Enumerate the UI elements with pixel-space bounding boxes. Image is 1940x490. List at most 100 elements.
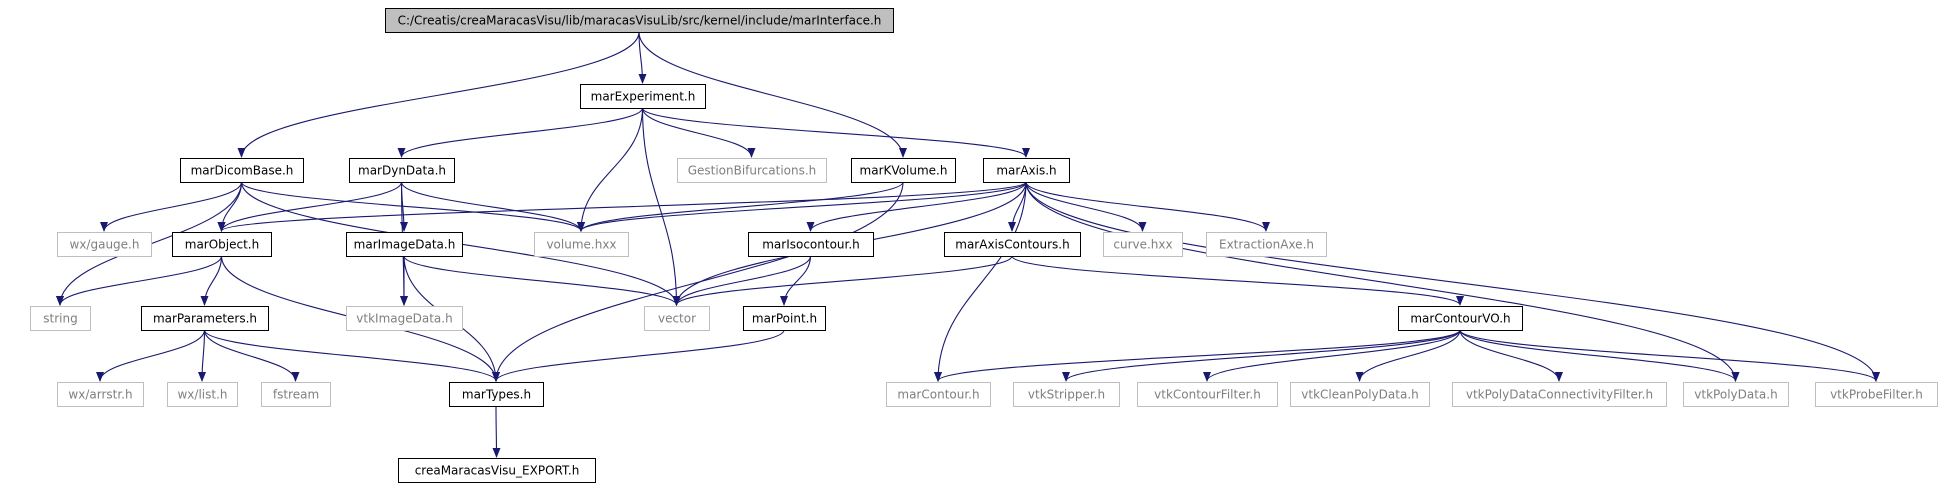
- edge-marContourVO-to-marContour: [934, 329, 1461, 382]
- node-label: wx/gauge.h: [70, 238, 140, 252]
- edge-marAxis-to-ExtractionAxe: [1025, 181, 1270, 232]
- node-curvehxx: curve.hxx: [1103, 232, 1183, 257]
- node-box: [1683, 382, 1789, 407]
- node-marExperiment[interactable]: marExperiment.h: [580, 84, 706, 109]
- node-label: volume.hxx: [546, 238, 616, 252]
- node-creaExport[interactable]: creaMaracasVisu_EXPORT.h: [398, 458, 596, 483]
- node-label: marObject.h: [185, 238, 259, 252]
- node-label: GestionBifurcations.h: [688, 164, 817, 178]
- node-label: marParameters.h: [153, 312, 257, 326]
- node-string: string: [30, 306, 91, 331]
- node-marAxisContours[interactable]: marAxisContours.h: [944, 232, 1081, 257]
- edge-marContourVO-to-vtkContourFilter: [1203, 329, 1461, 382]
- node-label: marAxis.h: [996, 164, 1056, 178]
- node-root[interactable]: C:/Creatis/creaMaracasVisu/lib/maracasVi…: [385, 8, 894, 33]
- node-box: [644, 306, 710, 331]
- edge-marAxis-to-marContour: [934, 181, 1027, 382]
- node-marTypes[interactable]: marTypes.h: [449, 382, 544, 407]
- edge-marExperiment-to-volumehxx: [577, 107, 644, 232]
- node-box: [983, 158, 1070, 183]
- node-wxgauge: wx/gauge.h: [57, 232, 152, 257]
- node-box: [748, 232, 874, 257]
- node-label: marDicomBase.h: [191, 164, 294, 178]
- node-box: [180, 158, 304, 183]
- edge-marContourVO-to-vtkProbeFilter: [1459, 329, 1880, 382]
- node-vtkImageData: vtkImageData.h: [346, 306, 463, 331]
- node-box: [1290, 382, 1430, 407]
- node-wxarrstr: wx/arrstr.h: [57, 382, 144, 407]
- node-wxlist: wx/list.h: [167, 382, 238, 407]
- edge-marDicomBase-to-wxgauge: [100, 181, 243, 232]
- node-marAxis[interactable]: marAxis.h: [983, 158, 1070, 183]
- node-marIsocontour[interactable]: marIsocontour.h: [748, 232, 874, 257]
- node-box: [30, 306, 91, 331]
- edge-marExperiment-to-marDynData: [397, 107, 644, 158]
- edge-marIsocontour-to-vector: [672, 255, 812, 306]
- node-label: vtkCleanPolyData.h: [1301, 388, 1418, 402]
- edge-root-to-marExperiment: [638, 31, 647, 84]
- node-marDicomBase[interactable]: marDicomBase.h: [180, 158, 304, 183]
- node-box: [677, 158, 827, 183]
- node-box: [398, 458, 596, 483]
- node-vtkPolyDataConnectivityFilter: vtkPolyDataConnectivityFilter.h: [1452, 382, 1667, 407]
- node-label: string: [43, 312, 77, 326]
- edge-marParameters-to-marTypes: [203, 329, 500, 382]
- node-marKVolume[interactable]: marKVolume.h: [851, 158, 956, 183]
- node-vtkStripper: vtkStripper.h: [1013, 382, 1120, 407]
- node-box: [346, 232, 463, 257]
- node-vtkCleanPolyData: vtkCleanPolyData.h: [1290, 382, 1430, 407]
- node-box: [141, 306, 269, 331]
- node-box: [1206, 232, 1327, 257]
- node-label: marTypes.h: [462, 388, 531, 402]
- edge-marDynData-to-marObject: [217, 181, 403, 232]
- node-marParameters[interactable]: marParameters.h: [141, 306, 269, 331]
- node-box: [346, 306, 463, 331]
- node-label: wx/arrstr.h: [68, 388, 132, 402]
- node-box: [851, 158, 956, 183]
- node-label: vtkPolyData.h: [1694, 388, 1777, 402]
- node-fstream: fstream: [261, 382, 331, 407]
- edge-marDynData-to-volumehxx: [400, 181, 585, 232]
- node-box: [349, 158, 455, 183]
- node-label: marDynData.h: [358, 164, 446, 178]
- edge-marAxisContours-to-vector: [672, 255, 1013, 306]
- node-box: [580, 84, 706, 109]
- edge-marContourVO-to-vtkPolyData: [1459, 329, 1740, 382]
- node-label: ExtractionAxe.h: [1219, 238, 1314, 252]
- node-box: [172, 232, 272, 257]
- node-box: [385, 8, 894, 33]
- edge-marContourVO-to-vtkStripper: [1062, 329, 1461, 382]
- node-ExtractionAxe: ExtractionAxe.h: [1206, 232, 1327, 257]
- edge-marAxisContours-to-marContourVO: [1011, 255, 1464, 306]
- node-marObject[interactable]: marObject.h: [172, 232, 272, 257]
- edge-marAxis-to-marObject: [217, 181, 1027, 232]
- node-box: [167, 382, 238, 407]
- edge-marParameters-to-wxarrstr: [96, 329, 206, 382]
- node-marDynData[interactable]: marDynData.h: [349, 158, 455, 183]
- node-volumehxx: volume.hxx: [534, 232, 629, 257]
- node-label: marAxisContours.h: [955, 238, 1069, 252]
- node-marContour: marContour.h: [886, 382, 991, 407]
- edge-marAxis-to-volumehxx: [577, 181, 1027, 232]
- node-marContourVO[interactable]: marContourVO.h: [1398, 306, 1523, 331]
- node-box: [57, 232, 152, 257]
- node-label: vtkImageData.h: [356, 312, 452, 326]
- edge-marParameters-to-fstream: [203, 329, 300, 382]
- edge-marImageData-to-vector: [403, 255, 681, 306]
- edge-marAxis-to-vtkProbeFilter: [1025, 181, 1880, 382]
- edge-marIsocontour-to-marPoint: [780, 255, 812, 306]
- edge-marObject-to-marParameters: [200, 255, 223, 306]
- node-label: vtkStripper.h: [1028, 388, 1105, 402]
- node-label: marContour.h: [897, 388, 979, 402]
- nodes: C:/Creatis/creaMaracasVisu/lib/maracasVi…: [30, 8, 1938, 483]
- node-label: marKVolume.h: [860, 164, 948, 178]
- node-marImageData[interactable]: marImageData.h: [346, 232, 463, 257]
- node-GestionBifurcations: GestionBifurcations.h: [677, 158, 827, 183]
- node-marPoint[interactable]: marPoint.h: [743, 306, 826, 331]
- edge-marTypes-to-creaExport: [492, 405, 501, 458]
- node-vtkProbeFilter: vtkProbeFilter.h: [1815, 382, 1938, 407]
- node-box: [1815, 382, 1938, 407]
- node-vtkContourFilter: vtkContourFilter.h: [1137, 382, 1278, 407]
- node-box: [886, 382, 991, 407]
